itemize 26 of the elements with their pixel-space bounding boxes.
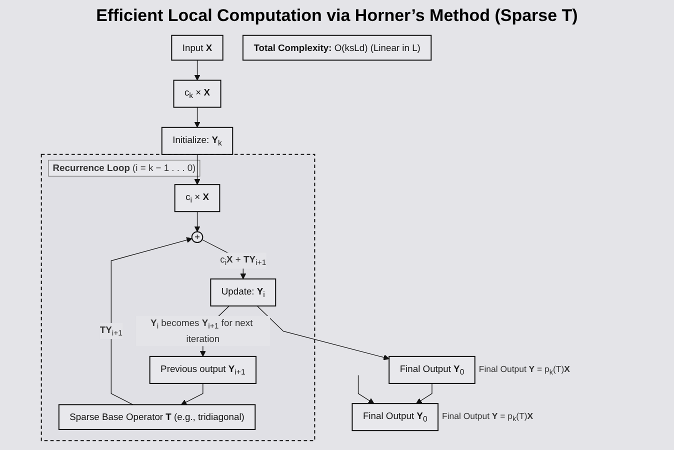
arrow bbox=[416, 383, 432, 404]
arrow bbox=[194, 106, 200, 128]
arrow bbox=[180, 383, 204, 405]
edge-label: c$_{i}$X + TY$_{i+1}$ bbox=[220, 254, 266, 268]
node-box: Final Output Y$_{0}$ bbox=[388, 356, 476, 384]
node-box: Total Complexity: O(ksLd) (Linear in L) bbox=[242, 34, 432, 61]
node-box: Update: Y$_{i}$ bbox=[210, 278, 276, 306]
node-box: c$_{k}$ × X bbox=[173, 80, 222, 108]
node-box: Final Output Y$_{0}$ bbox=[351, 403, 438, 432]
node-box: Sparse Base Operator T (e.g., tridiagonal) bbox=[58, 404, 256, 430]
arrow bbox=[194, 211, 200, 232]
arrow bbox=[194, 154, 200, 185]
node-box: Initialize: Y$_{k}$ bbox=[161, 126, 233, 155]
arrow bbox=[194, 60, 200, 81]
node-box: Previous output Y$_{i+1}$ bbox=[149, 356, 256, 384]
arrow bbox=[358, 374, 374, 404]
node-circle: + bbox=[191, 231, 203, 244]
node-box: c$_{i}$ × X bbox=[174, 184, 220, 212]
arrow bbox=[110, 237, 192, 405]
edge-label: TY$_{i+1}$ bbox=[100, 324, 122, 338]
edge-label: Y$_{i}$ becomes Y$_{i+1}$ for next iteration bbox=[150, 317, 252, 344]
node-box: Input X bbox=[170, 34, 224, 61]
arrow bbox=[256, 306, 390, 360]
diagram-title: Efficient Local Computation via Horner’s Method (Sparse T) bbox=[96, 6, 578, 26]
node-caption: Final Output Y = p$_{k}$(T)X bbox=[478, 362, 570, 378]
node-caption: Final Output Y = p$_{k}$(T)X bbox=[442, 410, 533, 424]
